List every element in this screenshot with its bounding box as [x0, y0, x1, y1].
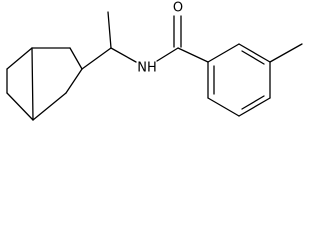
aromatic-inner-bond	[241, 95, 265, 110]
bond	[238, 43, 271, 63]
bond	[177, 47, 209, 63]
bond	[107, 11, 112, 49]
amide-group	[156, 15, 209, 63]
bond	[6, 47, 33, 70]
bond	[238, 97, 271, 117]
bond	[156, 47, 179, 62]
bond	[110, 47, 137, 63]
bond	[31, 47, 34, 121]
methyl-group	[269, 43, 303, 63]
bond	[6, 92, 34, 121]
bond	[81, 47, 112, 70]
bond	[207, 43, 240, 63]
norbornane-ring	[6, 47, 83, 121]
oxygen-atom-label: O	[173, 1, 183, 16]
bond	[65, 68, 83, 94]
benzene-ring	[207, 43, 271, 117]
bond	[207, 97, 240, 117]
nitrogen-atom-label: NH	[137, 61, 157, 76]
ethyl-linker	[81, 11, 137, 70]
aromatic-inner-bond	[241, 50, 265, 65]
bond	[32, 92, 67, 121]
bond	[69, 47, 83, 70]
molecule-canvas: O NH	[6, 1, 303, 121]
bond	[269, 43, 303, 63]
structure-diagram: O NH	[6, 1, 303, 121]
